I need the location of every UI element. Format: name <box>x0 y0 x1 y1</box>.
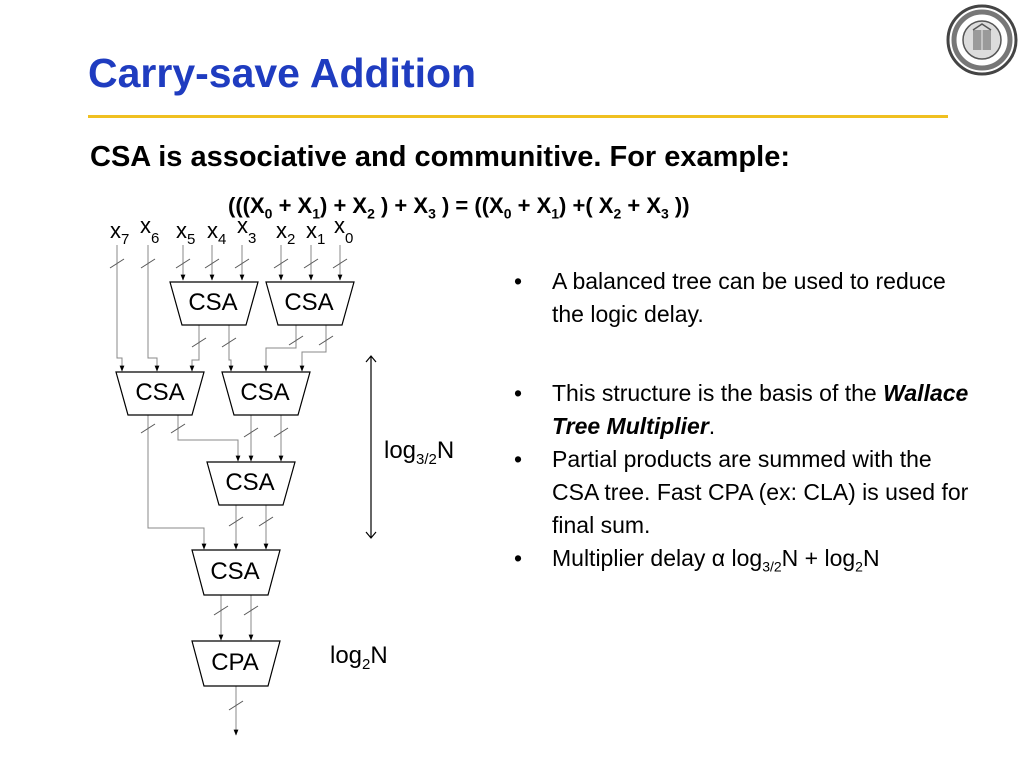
tree-depth-arrow <box>365 355 377 539</box>
bullet-balanced-tree: • A balanced tree can be used to reduce … <box>512 265 972 331</box>
bullet-dot: • <box>514 545 523 571</box>
cpa-label: CPA <box>211 649 259 676</box>
csa-block-1b <box>265 281 355 326</box>
adder-labels: CSA CSA CSA CSA CSA CSA CPA <box>135 289 333 676</box>
input-x2: x2 <box>276 218 295 248</box>
input-x4: x4 <box>207 218 226 248</box>
input-x3: x3 <box>237 213 256 247</box>
wallace-tree-emphasis: Wallace Tree Multiplier <box>552 380 969 439</box>
bullet-list: • A balanced tree can be used to reduce … <box>512 265 972 584</box>
input-x7: x7 <box>110 218 129 248</box>
associativity-equation: (((X0 + X1) + X2 ) + X3 ) = ((X0 + X1) +… <box>228 193 690 222</box>
tree-delay-label: log3/2N <box>384 437 455 468</box>
csa-label-1b: CSA <box>284 289 333 316</box>
bullet-dot: • <box>514 380 523 406</box>
bullet-dot: • <box>514 268 523 294</box>
csa-block-4 <box>191 549 281 596</box>
subtitle: CSA is associative and communitive. For … <box>90 141 790 173</box>
university-seal-icon <box>946 4 1018 76</box>
csa-label-2b: CSA <box>240 379 289 406</box>
adder-blocks <box>115 281 355 687</box>
csa-block-2b <box>221 371 311 416</box>
title-underline <box>88 115 948 118</box>
input-labels: x7 x6 x5 x4 x3 x2 x1 x0 <box>110 213 353 248</box>
cpa-delay-label: log2N <box>330 642 388 673</box>
slide-title: Carry-save Addition <box>88 50 477 96</box>
input-x0: x0 <box>334 213 353 247</box>
cpa-block <box>191 640 281 687</box>
input-x5: x5 <box>176 218 195 248</box>
csa-block-1a <box>169 281 259 326</box>
bullet-dot: • <box>514 446 523 472</box>
csa-label-3: CSA <box>225 469 274 496</box>
input-x1: x1 <box>306 218 325 248</box>
input-x6: x6 <box>140 213 159 247</box>
bullet-multiplier-delay: • Multiplier delay α log3/2N + log2N <box>512 542 972 584</box>
csa-label-1a: CSA <box>188 289 237 316</box>
csa-block-2a <box>115 371 205 416</box>
bullet-partial-products: • Partial products are summed with the C… <box>512 443 972 542</box>
bus-width-slashes <box>109 258 348 711</box>
bullet-wallace-tree: • This structure is the basis of the Wal… <box>512 377 972 443</box>
csa-block-3 <box>206 461 296 506</box>
csa-label-4: CSA <box>210 558 259 585</box>
csa-label-2a: CSA <box>135 379 184 406</box>
proportional-symbol: α <box>711 545 726 571</box>
